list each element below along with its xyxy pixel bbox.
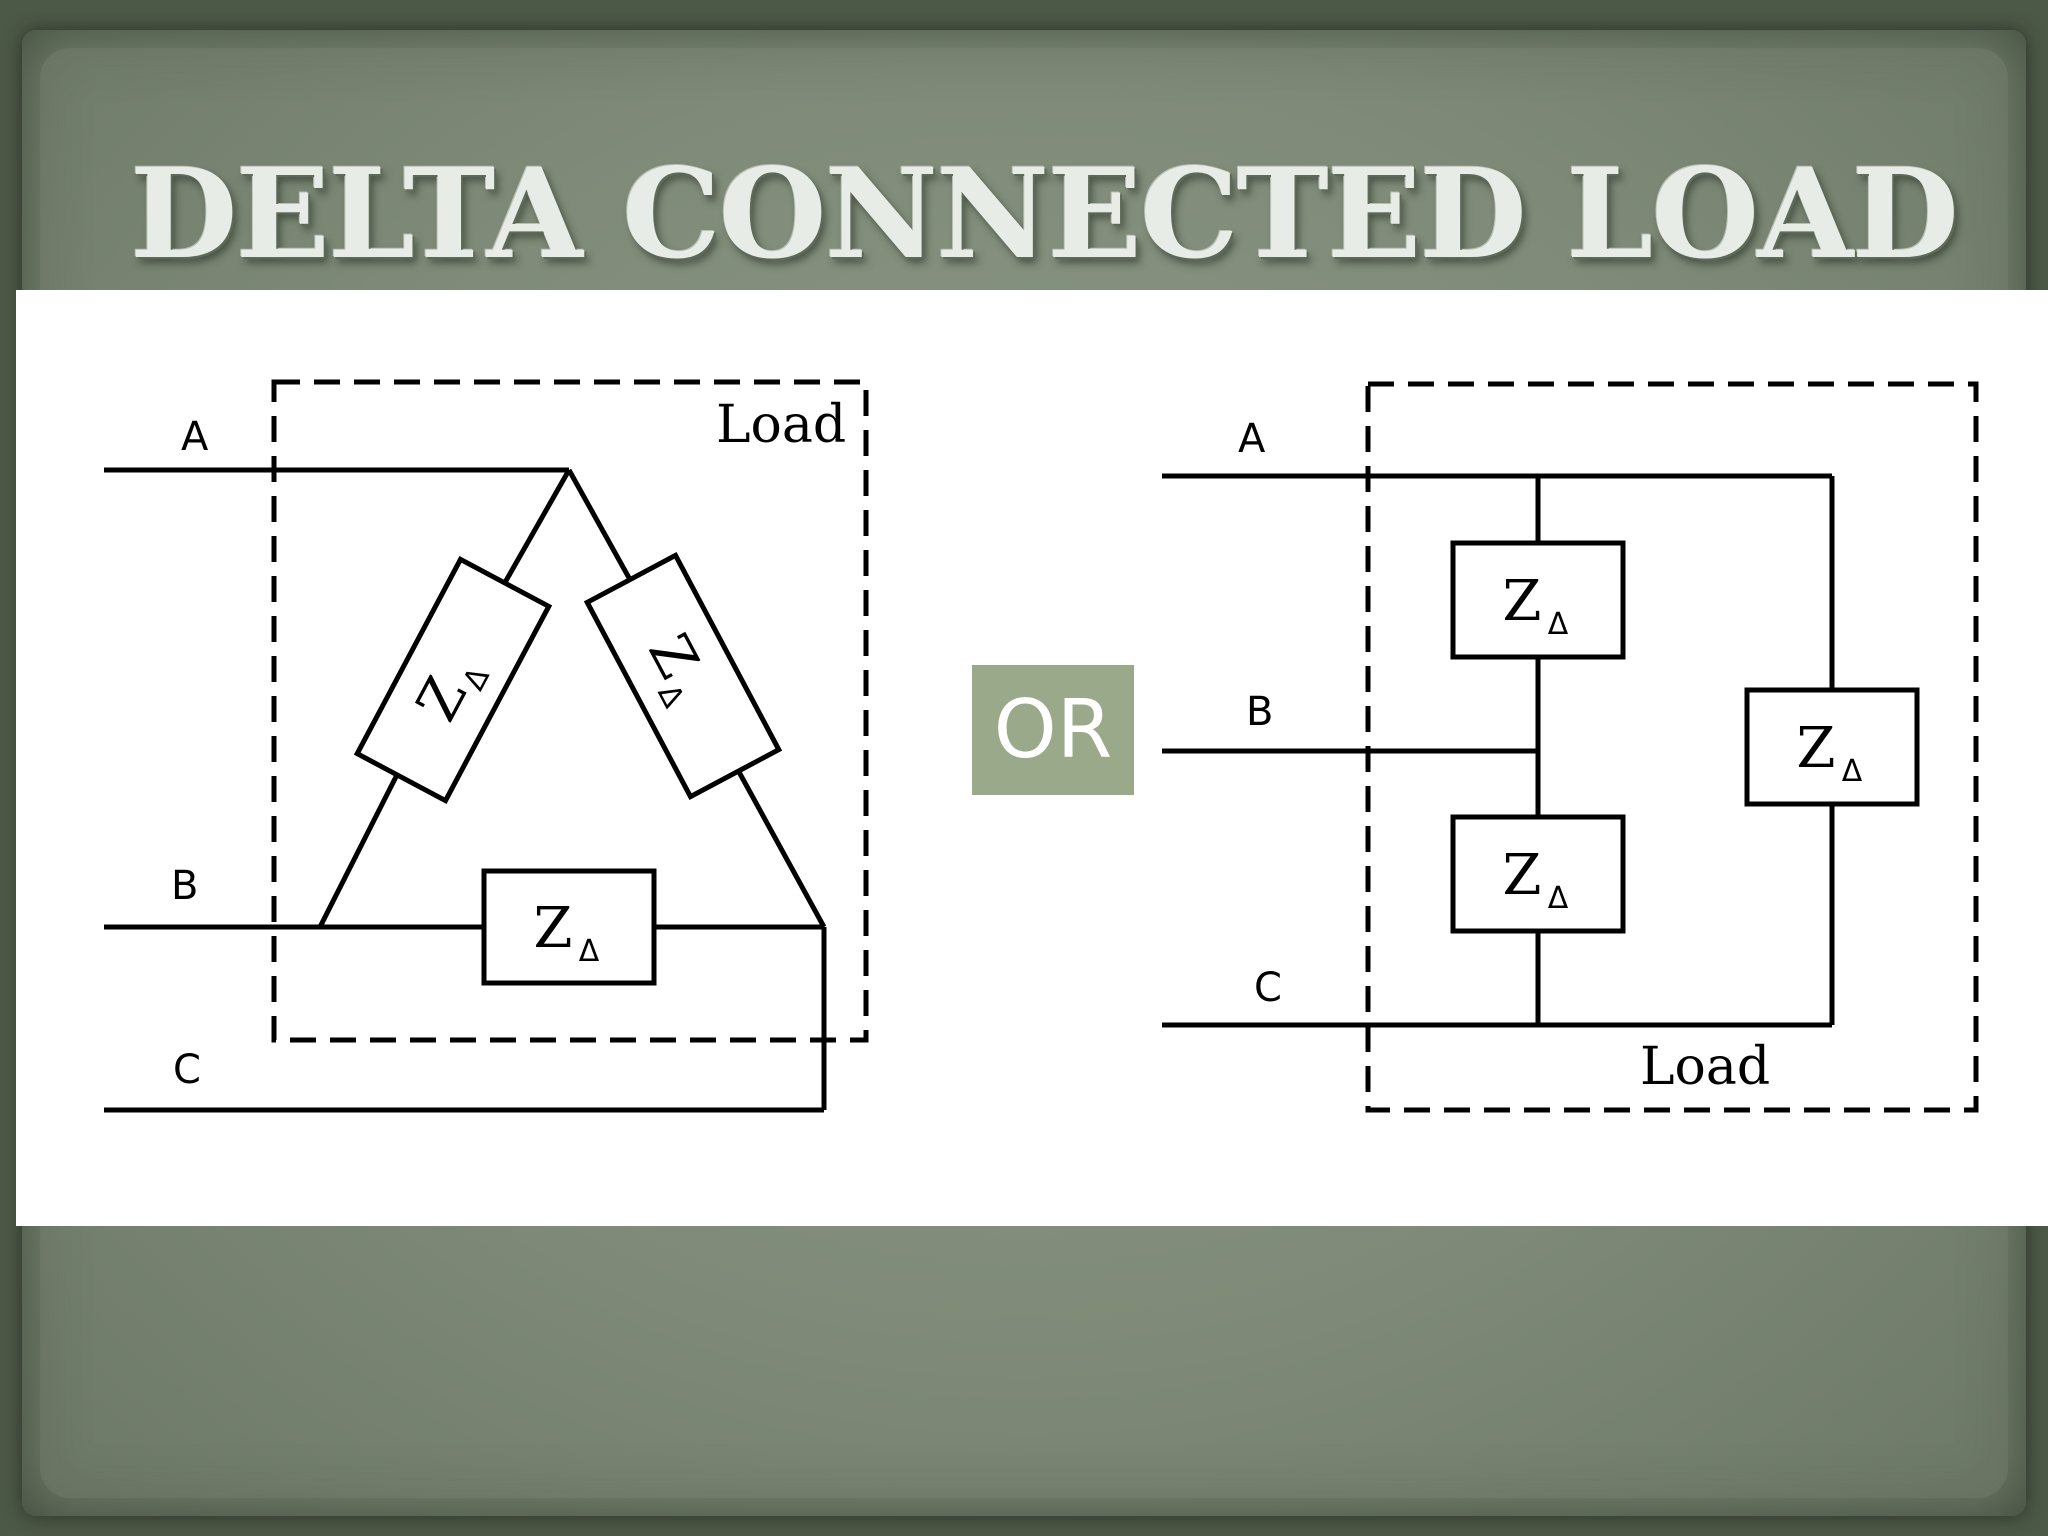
right-impedance-ab: Z Δ (1450, 540, 1626, 660)
circuit-diagrams: Z Δ Z Δ Z Δ A B C Load (104, 379, 1979, 1113)
right-line-b-label: B (1246, 689, 1273, 735)
right-line-a-label: A (1238, 416, 1266, 462)
right-impedance-ac: Z Δ (1744, 687, 1920, 807)
svg-text:Δ: Δ (1548, 881, 1569, 916)
left-impedance-ab: Z Δ (353, 556, 553, 804)
left-branch-ab-bottom (317, 749, 412, 929)
right-delta-diagram: Z Δ Z Δ Z Δ A B C Load (1162, 381, 1979, 1113)
left-branch-ac-top (566, 468, 641, 596)
left-load-boundary (271, 379, 869, 1043)
left-line-b-label: B (171, 863, 198, 909)
slide-title: DELTA CONNECTED LOAD (130, 142, 1959, 287)
svg-text:Z: Z (1503, 843, 1542, 908)
svg-text:Z: Z (1503, 569, 1542, 634)
left-line-a-label: A (181, 414, 209, 460)
svg-text:Δ: Δ (1842, 754, 1863, 789)
right-load-boundary (1365, 381, 1979, 1113)
left-line-c-label: C (173, 1047, 201, 1093)
right-impedance-bc: Z Δ (1450, 814, 1626, 934)
right-load-label: Load (1640, 1037, 1770, 1097)
left-load-label: Load (716, 395, 846, 455)
or-separator: OR (972, 665, 1134, 795)
svg-text:Δ: Δ (579, 934, 600, 969)
left-impedance-bc: Z Δ (481, 868, 657, 986)
left-delta-diagram: Z Δ Z Δ Z Δ A B C Load (104, 379, 869, 1113)
svg-text:Z: Z (534, 896, 573, 961)
left-impedance-ac: Z Δ (583, 552, 783, 800)
left-branch-ab-top (500, 468, 572, 588)
svg-text:Z: Z (1797, 716, 1836, 781)
svg-text:Δ: Δ (1548, 607, 1569, 642)
left-branch-ac-bottom (730, 759, 827, 929)
right-line-c-label: C (1254, 965, 1282, 1011)
